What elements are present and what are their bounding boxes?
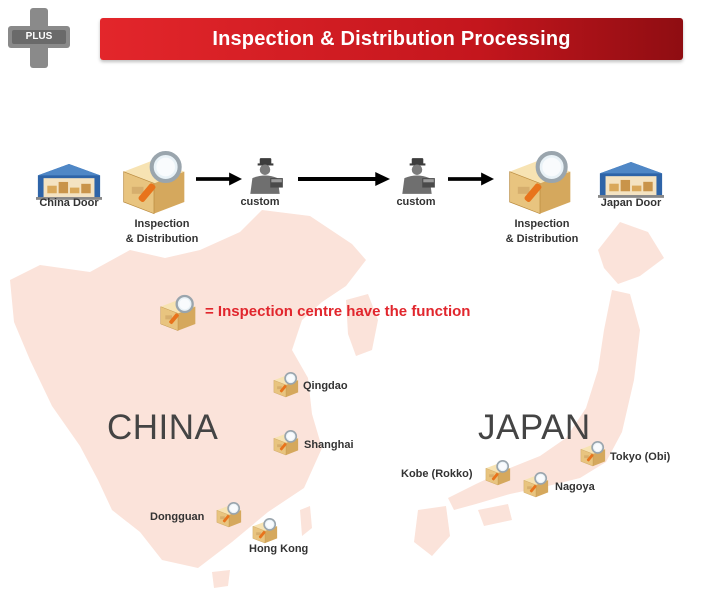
taiwan-landmass — [300, 506, 312, 536]
inspection-box-icon — [500, 146, 580, 216]
china-label: CHINA — [107, 408, 219, 447]
city-label-qingdao: Qingdao — [303, 380, 348, 392]
customs-officer-icon — [396, 157, 438, 195]
inspection-box-icon — [114, 146, 194, 216]
japan-door-warehouse-icon — [598, 160, 664, 198]
city-label-nagoya: Nagoya — [555, 481, 595, 493]
shikoku-landmass — [478, 504, 512, 526]
inspection-centre-icon-nagoya — [520, 470, 552, 498]
hokkaido-landmass — [598, 222, 664, 284]
china-landmass — [10, 210, 366, 568]
inspection-centre-icon-shanghai — [270, 428, 302, 456]
china-door-warehouse-icon — [36, 162, 102, 200]
japan-door-label: Japan Door — [600, 197, 662, 209]
inspection-centre-icon-dongguan — [213, 500, 245, 528]
legend-text: = Inspection centre have the function — [205, 303, 471, 320]
inspection-left-line1: Inspection — [134, 218, 190, 230]
page-title-bar: Inspection & Distribution Processing — [100, 18, 683, 60]
hainan-landmass — [212, 570, 230, 588]
inspection-centre-legend-icon — [156, 292, 200, 332]
inspection-left-line2: & Distribution — [125, 233, 199, 245]
inspection-left-label: Inspection & Distribution — [104, 217, 220, 247]
inspection-right-line2: & Distribution — [505, 233, 579, 245]
plus-logo-label: PLUS — [25, 31, 53, 42]
city-label-kobe: Kobe (Rokko) — [401, 468, 473, 480]
flow-arrow-3 — [448, 172, 494, 186]
custom-left-label: custom — [240, 196, 280, 208]
inspection-centre-icon-kobe — [482, 458, 514, 486]
inspection-right-line1: Inspection — [514, 218, 570, 230]
inspection-centre-icon-hong-kong — [249, 516, 281, 544]
custom-right-label: custom — [396, 196, 436, 208]
customs-officer-icon — [244, 157, 286, 195]
inspection-right-label: Inspection & Distribution — [484, 217, 600, 247]
city-label-dongguan: Dongguan — [150, 511, 205, 523]
inspection-centre-icon-qingdao — [270, 370, 302, 398]
city-label-shanghai: Shanghai — [304, 439, 354, 451]
flow-arrow-1 — [196, 172, 242, 186]
kyushu-landmass — [414, 506, 450, 556]
korea-landmass — [346, 294, 378, 356]
city-label-hong-kong: Hong Kong — [249, 543, 309, 555]
china-door-label: China Door — [39, 197, 99, 209]
japan-label: JAPAN — [478, 408, 591, 447]
map-background — [10, 210, 664, 588]
inspection-centre-icon-tokyo — [577, 439, 609, 467]
plus-logo: PLUS — [6, 6, 72, 70]
city-label-tokyo: Tokyo (Obi) — [610, 451, 671, 463]
page-title: Inspection & Distribution Processing — [212, 27, 571, 50]
flow-arrow-2 — [298, 172, 390, 186]
